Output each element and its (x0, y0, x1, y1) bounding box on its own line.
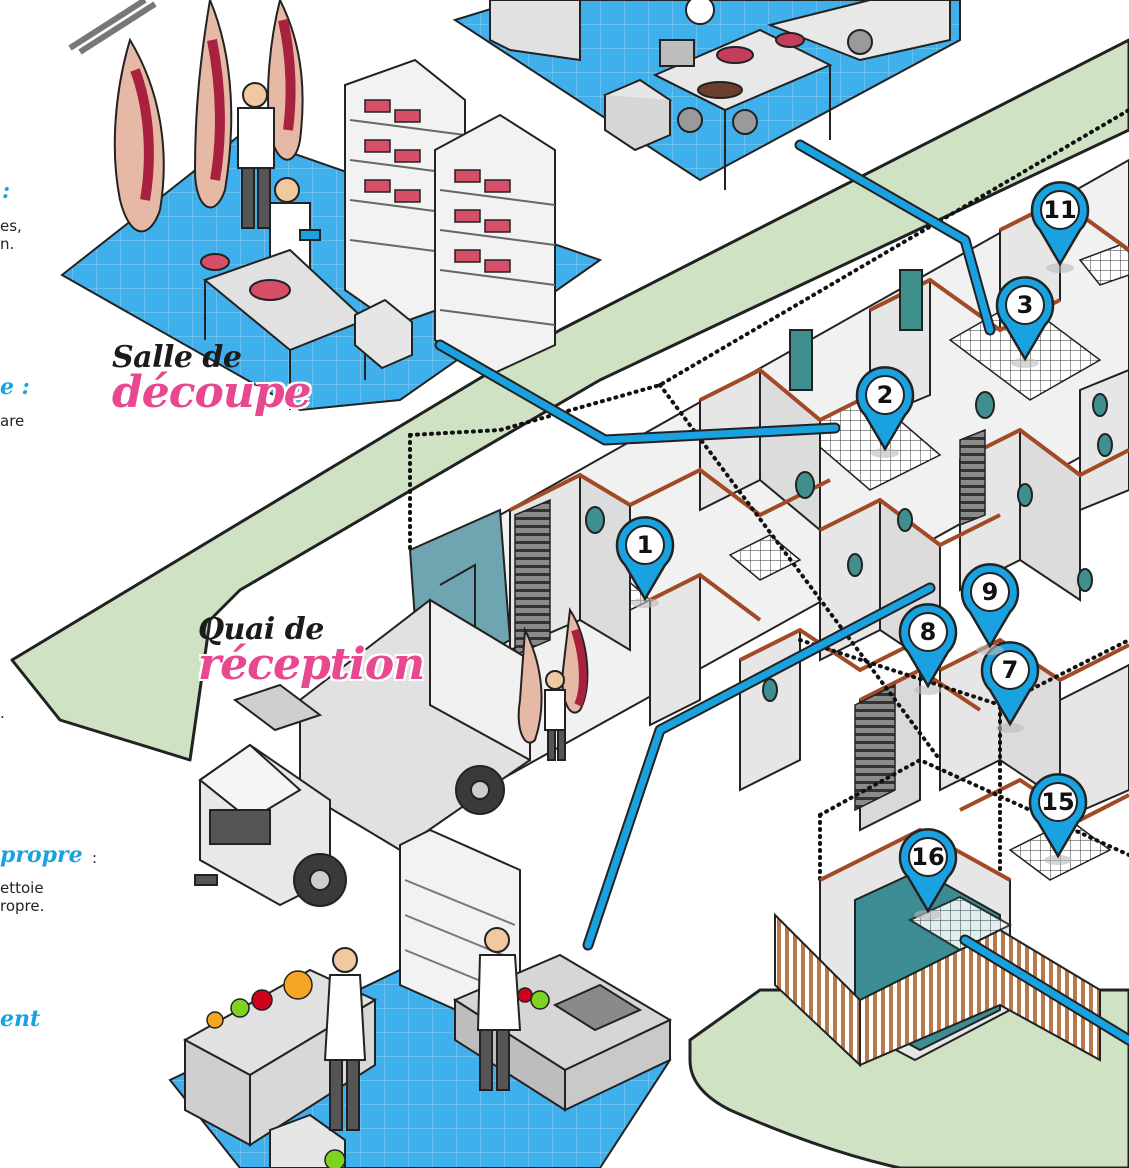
meat-on-racks (364, 99, 511, 273)
zone-label-cutting-small: Salle de (112, 340, 242, 375)
wall-tops (509, 197, 1129, 823)
zone-label-reception-dock: Quai de réception (198, 612, 425, 690)
side-text-c: n. (0, 235, 15, 253)
hanging-carcasses (113, 0, 304, 233)
storage-room (774, 828, 1101, 1068)
floor-grid-5 (1078, 244, 1129, 286)
side-text-colon-a: : (2, 178, 11, 204)
pin-8: 8 (898, 603, 958, 695)
kitchen-workers (323, 927, 522, 1131)
zone-label-cutting-room: Salle de découpe (112, 340, 312, 418)
side-text-b: es, (0, 217, 22, 235)
zone-label-cutting-big: découpe (112, 367, 312, 418)
pin-9: 9 (960, 563, 1020, 655)
pin-3-label: 3 (1017, 291, 1034, 319)
side-text-title-j: ent (0, 1006, 41, 1032)
veg-equipment (182, 828, 673, 1168)
vent-grilles (514, 428, 986, 812)
pin-2-label: 2 (877, 381, 894, 409)
side-text-f: . (0, 704, 5, 722)
pin-7: 7 (980, 641, 1040, 733)
map-pins: 1 2 3 7 8 9 11 15 16 (615, 181, 1090, 920)
pin-9-label: 9 (982, 578, 999, 606)
delivery-truck (194, 598, 531, 907)
pin-16: 16 (898, 828, 958, 920)
pin-2: 2 (855, 366, 915, 458)
pin-3: 3 (995, 276, 1055, 368)
pin-1-label: 1 (637, 531, 654, 559)
zone-label-reception-big: réception (198, 639, 425, 690)
side-text-colon-g: : (92, 849, 98, 867)
side-text-title-d: e : (0, 374, 30, 400)
side-text-title-g: propre (0, 842, 83, 868)
pin-11-label: 11 (1043, 196, 1076, 224)
green-ground-strip (10, 38, 1129, 762)
zone-label-reception-small: Quai de (198, 612, 324, 647)
green-ground-bottom (688, 988, 1129, 1168)
pin-7-label: 7 (1002, 656, 1019, 684)
room-doors (585, 269, 1113, 702)
side-text-e: are (0, 412, 25, 430)
pin-8-label: 8 (920, 618, 937, 646)
connector-lines (434, 139, 1129, 1046)
side-text-h: ettoie (0, 879, 44, 897)
vegetables (206, 970, 550, 1168)
pin-15: 15 (1028, 773, 1088, 865)
pin-16-label: 16 (911, 843, 944, 871)
pin-15-label: 15 (1041, 788, 1074, 816)
pin-1: 1 (615, 516, 675, 608)
truck-carcasses (517, 607, 589, 761)
side-text-i: ropre. (0, 897, 45, 915)
pin-11: 11 (1030, 181, 1090, 273)
prep-equipment (489, 0, 951, 190)
crate (354, 298, 413, 370)
meat-rail (68, 0, 157, 55)
